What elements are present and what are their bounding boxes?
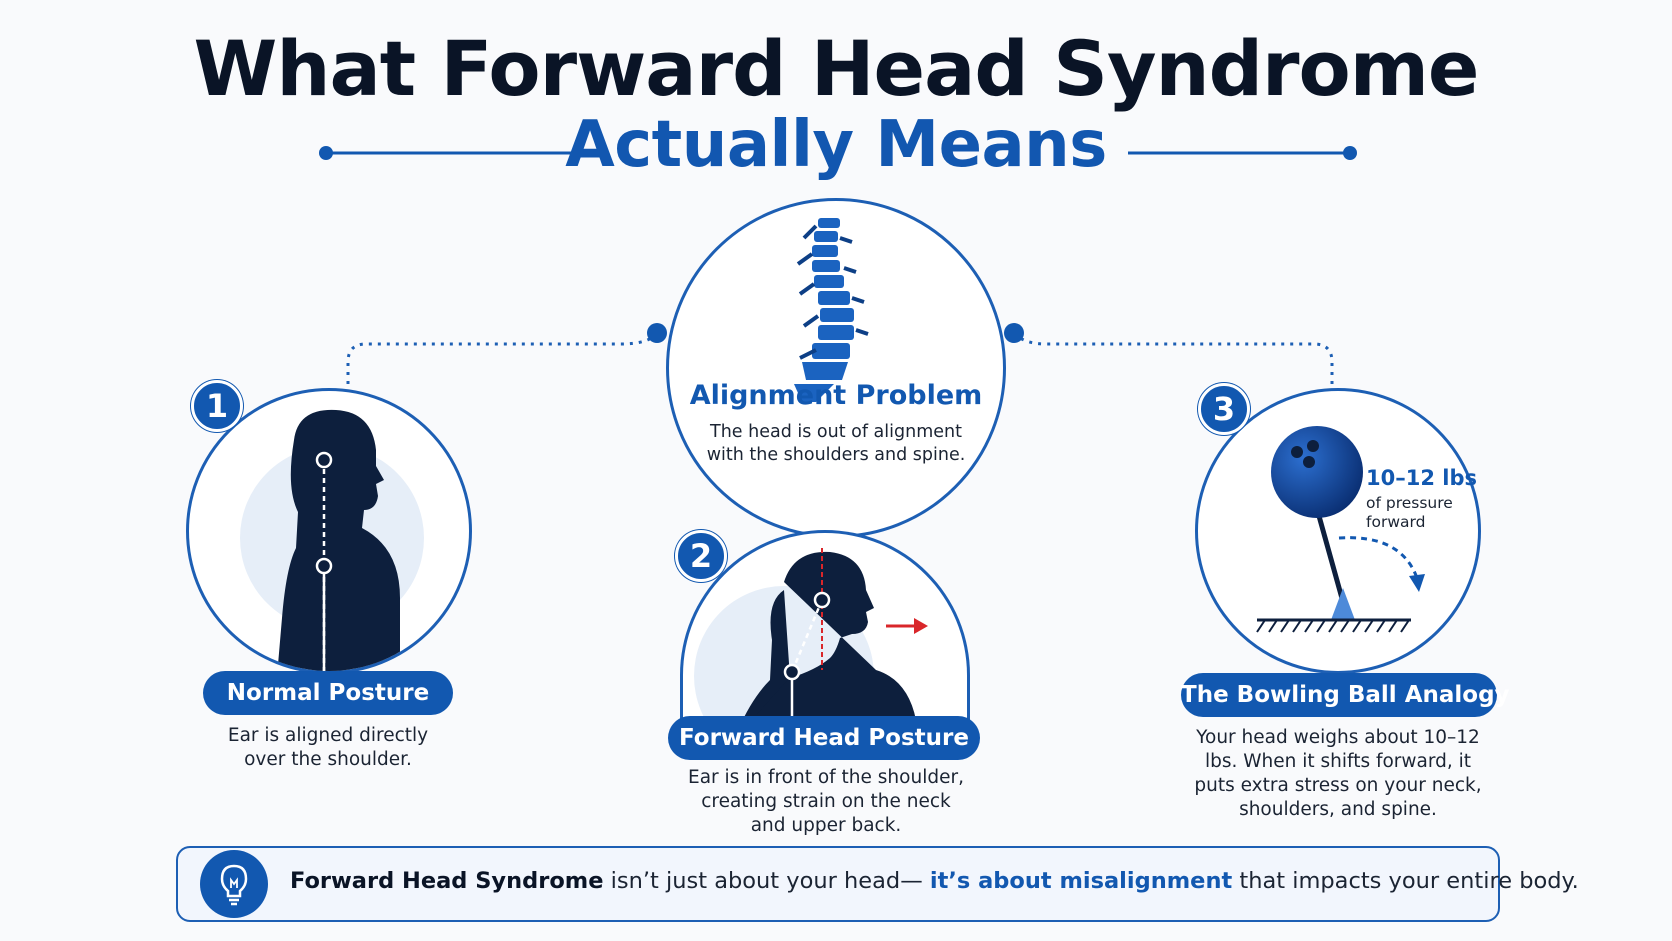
- summary-end: that impacts your entire body.: [1232, 868, 1579, 894]
- step-1-badge: 1: [191, 380, 243, 432]
- center-title: Alignment Problem: [689, 380, 983, 411]
- step-2-badge: 2: [675, 530, 727, 582]
- summary-highlight: it’s about misalignment: [929, 868, 1233, 894]
- normal-posture-description: Ear is aligned directly over the shoulde…: [227, 725, 429, 770]
- normal-posture-silhouette: [240, 409, 424, 671]
- weight-note: of pressure forward: [1366, 494, 1453, 531]
- forward-head-silhouette: [694, 548, 928, 730]
- weight-value: 10–12 lbs: [1366, 466, 1477, 490]
- bulb-icon: [200, 850, 268, 918]
- step-3-badge: 3: [1198, 383, 1250, 435]
- page-subtitle: Actually Means: [565, 108, 1107, 182]
- forward-head-description: Ear is in front of the shoulder, creatin…: [688, 767, 964, 836]
- center-description: The head is out of alignment with the sh…: [706, 422, 966, 465]
- normal-posture-label: Normal Posture: [203, 671, 453, 715]
- normal-posture-circle: [186, 388, 472, 674]
- forward-head-label: Forward Head Posture: [668, 716, 980, 760]
- bowling-ball-icon: [1256, 426, 1425, 633]
- summary-text: Forward Head Syndrome isn’t just about y…: [290, 868, 1579, 894]
- summary-banner: [176, 846, 1500, 922]
- summary-emphasis: Forward Head Syndrome: [290, 868, 604, 894]
- center-circle: [666, 198, 1006, 538]
- bowling-ball-label: The Bowling Ball Analogy: [1181, 673, 1510, 717]
- bulb-glyph: [220, 864, 248, 906]
- page-title: What Forward Head Syndrome: [193, 24, 1480, 113]
- bowling-ball-description: Your head weighs about 10–12 lbs. When i…: [1194, 727, 1482, 820]
- summary-middle: isn’t just about your head—: [603, 868, 930, 894]
- bowling-ball-circle: [1195, 388, 1481, 674]
- spine-icon: [794, 218, 869, 402]
